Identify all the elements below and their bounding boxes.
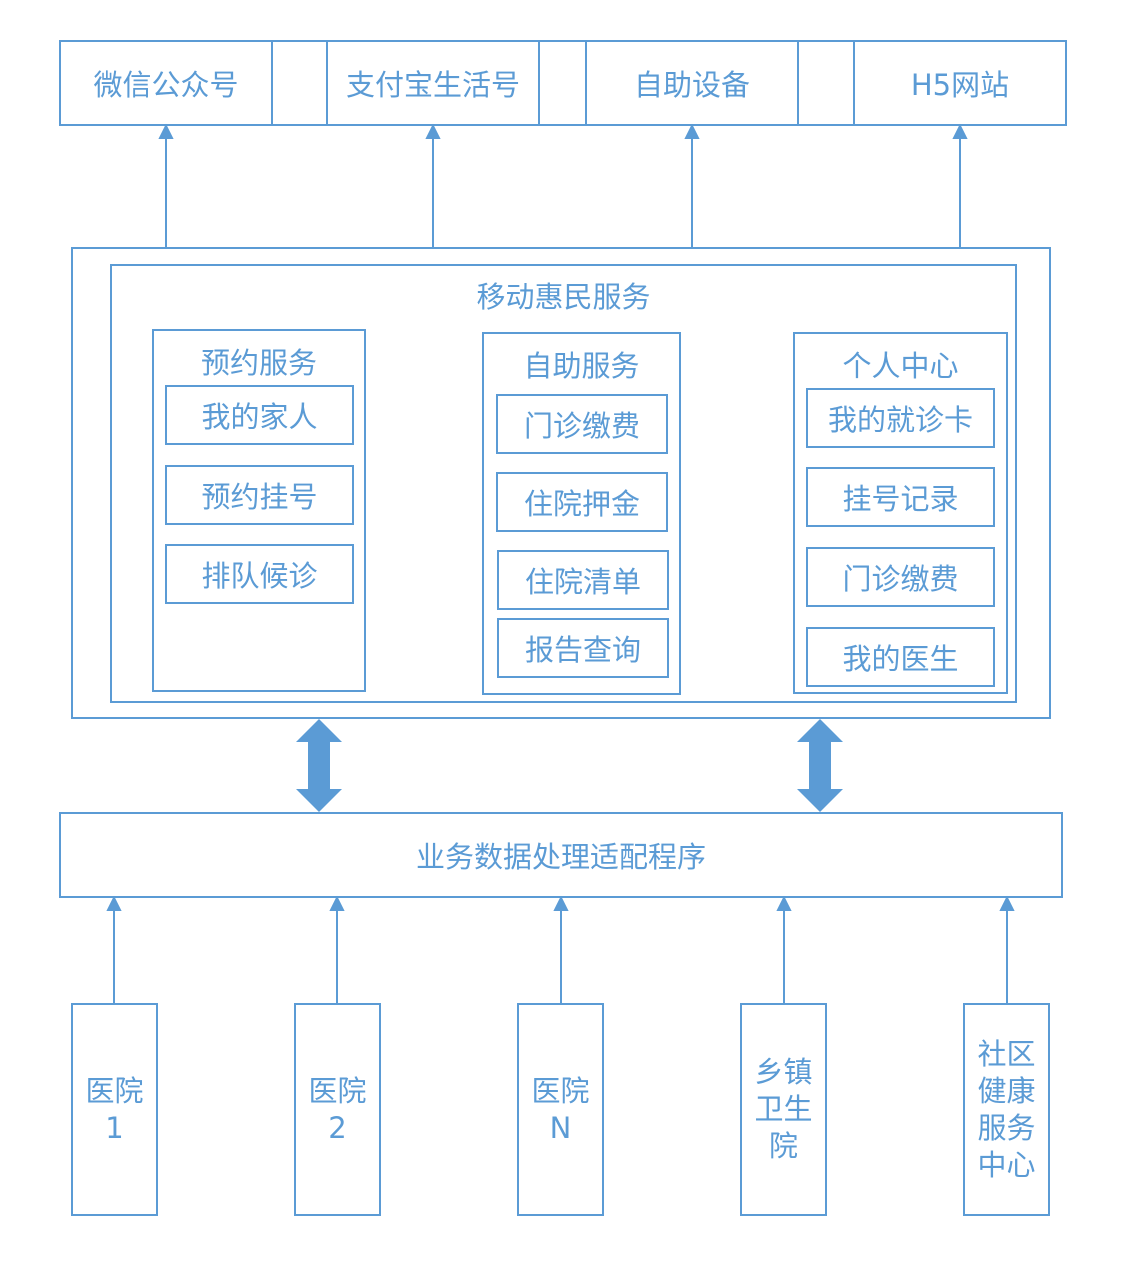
arrowhead-up-icon (158, 123, 174, 139)
channel-label-kiosk: 自助设备 (633, 68, 750, 102)
item-outpatient-payment: 门诊缴费 (523, 409, 640, 443)
source-line: 乡镇 (754, 1055, 813, 1089)
item-outpatient-payment-2: 门诊缴费 (842, 562, 959, 596)
arrowhead-up-icon (684, 123, 700, 139)
item-box[interactable] (165, 544, 354, 604)
arrowhead-up-icon (952, 123, 968, 139)
source-line: 2 (328, 1110, 347, 1145)
item-registration-records: 挂号记录 (842, 482, 959, 516)
arrowhead-up-icon (999, 895, 1015, 911)
channel-box-wechat (59, 40, 273, 126)
item-my-card: 我的就诊卡 (827, 403, 973, 437)
service-title: 移动惠民服务 (476, 280, 651, 314)
source-label-hospital-2: 医院 2 (294, 1003, 381, 1216)
item-box[interactable] (165, 385, 354, 445)
arrowhead-up-icon (425, 123, 441, 139)
adapter-label: 业务数据处理适配程序 (415, 840, 706, 874)
source-line: 卫生 (754, 1092, 813, 1126)
source-line: 中心 (977, 1147, 1036, 1182)
source-box-community (963, 1003, 1050, 1216)
channel-box-kiosk (585, 40, 799, 126)
source-line: 服务 (977, 1110, 1036, 1145)
source-line: 1 (105, 1110, 124, 1145)
group-self-service-title: 自助服务 (523, 349, 640, 383)
source-line: 医院 (85, 1073, 144, 1108)
source-line: N (549, 1110, 572, 1145)
item-book-registration: 预约挂号 (201, 480, 318, 514)
channel-label-alipay: 支付宝生活号 (345, 68, 520, 102)
arrowhead-up-icon (329, 895, 345, 911)
item-my-doctor: 我的医生 (842, 642, 959, 676)
channel-label-h5: H5网站 (910, 68, 1010, 102)
source-line: 医院 (308, 1073, 367, 1108)
item-inpatient-deposit: 住院押金 (523, 487, 640, 521)
group-personal-center-title: 个人中心 (842, 349, 959, 383)
arrowhead-up-icon (553, 895, 569, 911)
item-box[interactable] (806, 547, 995, 607)
source-label-community: 社区 健康 服务 中心 (963, 1003, 1050, 1216)
double-arrow-icon (296, 719, 342, 812)
item-inpatient-bill: 住院清单 (524, 565, 641, 599)
item-box[interactable] (496, 472, 668, 532)
item-queue: 排队候诊 (201, 559, 318, 593)
item-box[interactable] (496, 394, 668, 454)
source-line: 医院 (531, 1073, 590, 1108)
arrowhead-up-icon (106, 895, 122, 911)
arrowhead-up-icon (776, 895, 792, 911)
item-report-query: 报告查询 (524, 633, 641, 667)
source-line: 健康 (977, 1073, 1036, 1108)
source-line: 院 (768, 1129, 798, 1163)
source-box-hospital-n (517, 1003, 604, 1216)
source-box-hospital-2 (294, 1003, 381, 1216)
source-line: 社区 (977, 1036, 1036, 1071)
source-label-hospital-n: 医院 N (517, 1003, 604, 1216)
double-arrow-icon (797, 719, 843, 812)
source-label-hospital-1: 医院 1 (71, 1003, 158, 1216)
item-box[interactable] (806, 467, 995, 527)
group-appointment-title: 预约服务 (200, 346, 317, 380)
item-box[interactable] (497, 618, 669, 678)
channel-label-wechat: 微信公众号 (93, 68, 239, 102)
item-box[interactable] (806, 388, 995, 448)
source-box-hospital-1 (71, 1003, 158, 1216)
item-box[interactable] (497, 550, 669, 610)
source-box-township (740, 1003, 827, 1216)
item-box[interactable] (806, 627, 995, 687)
item-box[interactable] (165, 465, 354, 525)
source-label-township: 乡镇 卫生 院 (740, 1003, 827, 1216)
item-my-family: 我的家人 (201, 400, 318, 434)
